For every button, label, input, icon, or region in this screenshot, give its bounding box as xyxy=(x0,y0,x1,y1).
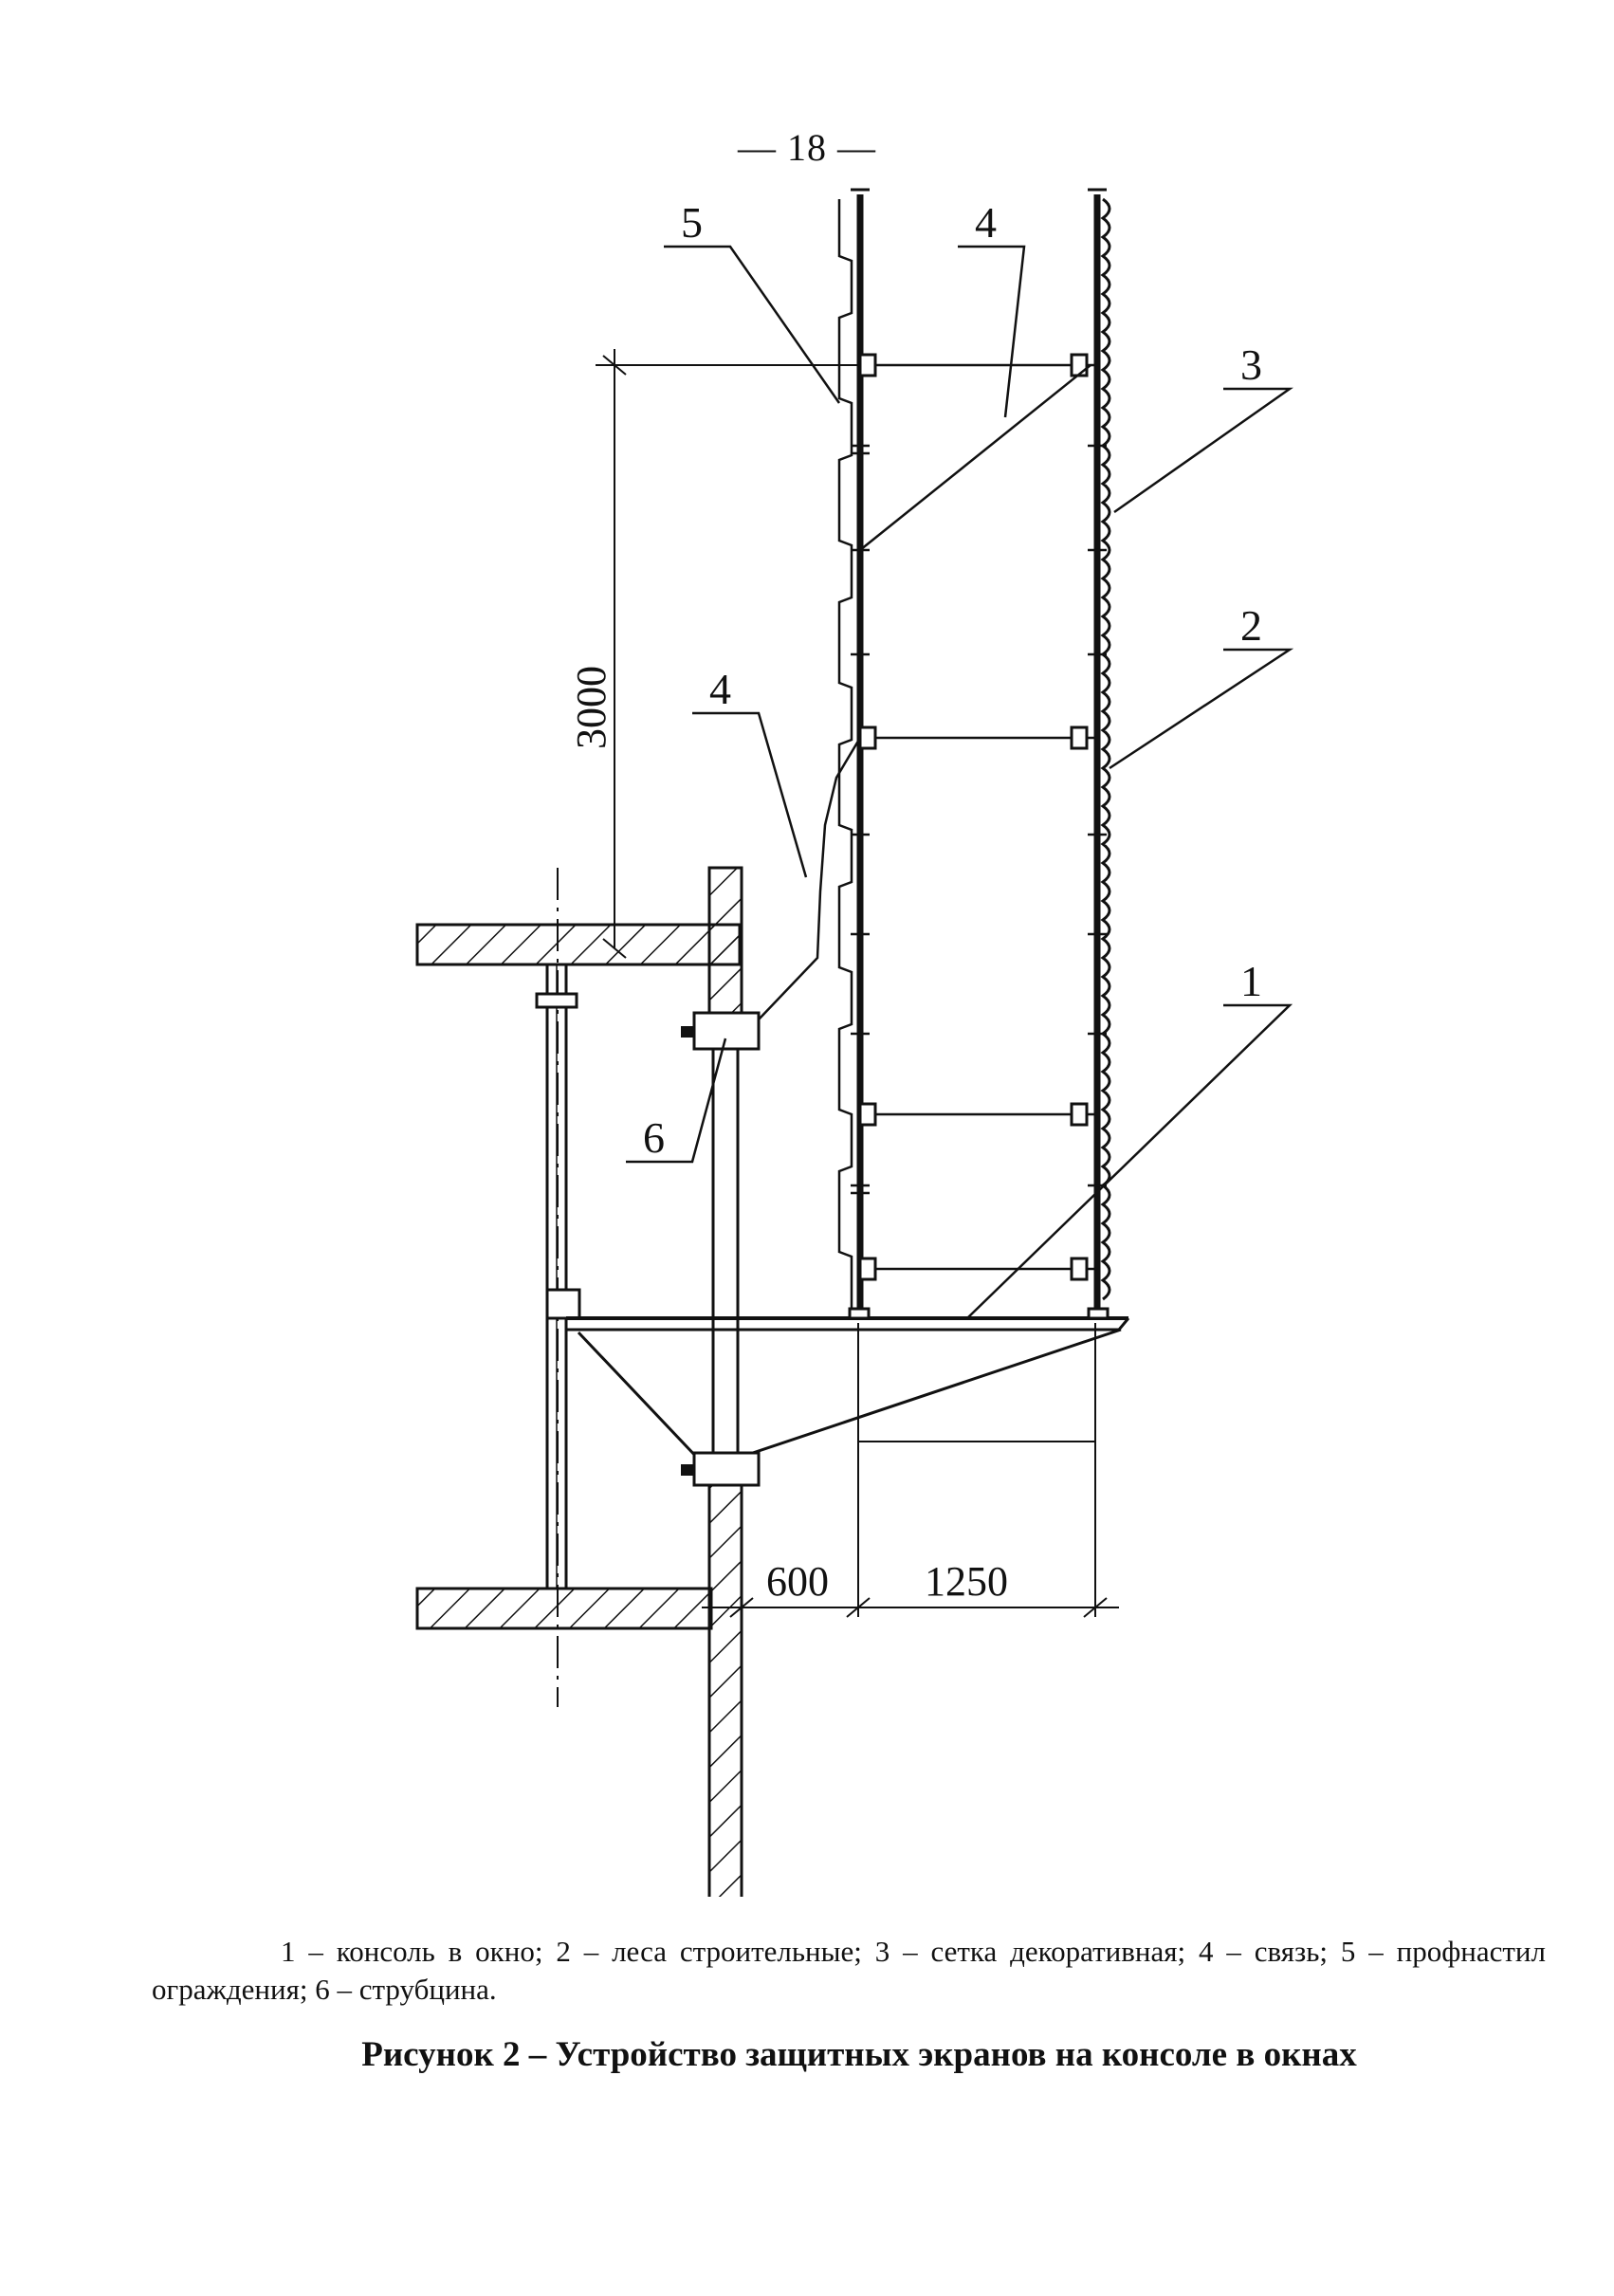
couplers xyxy=(848,353,1110,1320)
callout-4-upper: 4 xyxy=(975,198,997,247)
dimension-600: 600 xyxy=(766,1558,829,1605)
leader-lines xyxy=(626,245,1294,1319)
page-number: — 18 — xyxy=(738,126,876,169)
callout-5: 5 xyxy=(681,198,703,247)
prop-post xyxy=(535,964,581,1589)
callouts: 5 4 3 2 1 4 6 xyxy=(643,198,1262,1162)
sheet-fasteners xyxy=(851,444,1107,1195)
dimension-3000: 3000 xyxy=(568,666,614,749)
tie-4-upper xyxy=(859,364,1091,551)
dimensions: 3000 600 1250 xyxy=(568,666,1008,1605)
scaffold-post-outer xyxy=(1088,188,1107,1313)
figure-caption: Рисунок 2 – Устройство защитных экранов … xyxy=(361,2035,1357,2074)
callout-1: 1 xyxy=(1240,957,1262,1005)
callout-2: 2 xyxy=(1240,601,1262,650)
figure-legend: 1 – консоль в окно; 2 – леса строительны… xyxy=(152,1935,1546,2006)
clamp-upper xyxy=(681,1011,761,1051)
wall-lower xyxy=(707,1473,743,1897)
technical-drawing: 5 4 3 2 1 4 6 3000 600 1250 xyxy=(415,188,1294,1897)
dimension-1250: 1250 xyxy=(925,1558,1008,1605)
dimension-lines xyxy=(596,349,1119,1618)
callout-4-lower: 4 xyxy=(709,665,731,713)
building-structure xyxy=(415,866,743,1897)
callout-3: 3 xyxy=(1240,340,1262,389)
console-1 xyxy=(566,1316,1130,1462)
decorative-mesh-3 xyxy=(1100,197,1111,1301)
scaffold-post-inner xyxy=(851,188,870,1313)
ledgers xyxy=(860,363,1097,1271)
upper-slab xyxy=(415,923,742,966)
wall-upper xyxy=(707,866,743,1017)
lower-slab xyxy=(415,1587,713,1630)
tie-4-lower xyxy=(758,737,862,1020)
clamp-lower xyxy=(681,1451,761,1487)
callout-6: 6 xyxy=(643,1113,665,1162)
profiled-sheet-5 xyxy=(837,199,853,1309)
